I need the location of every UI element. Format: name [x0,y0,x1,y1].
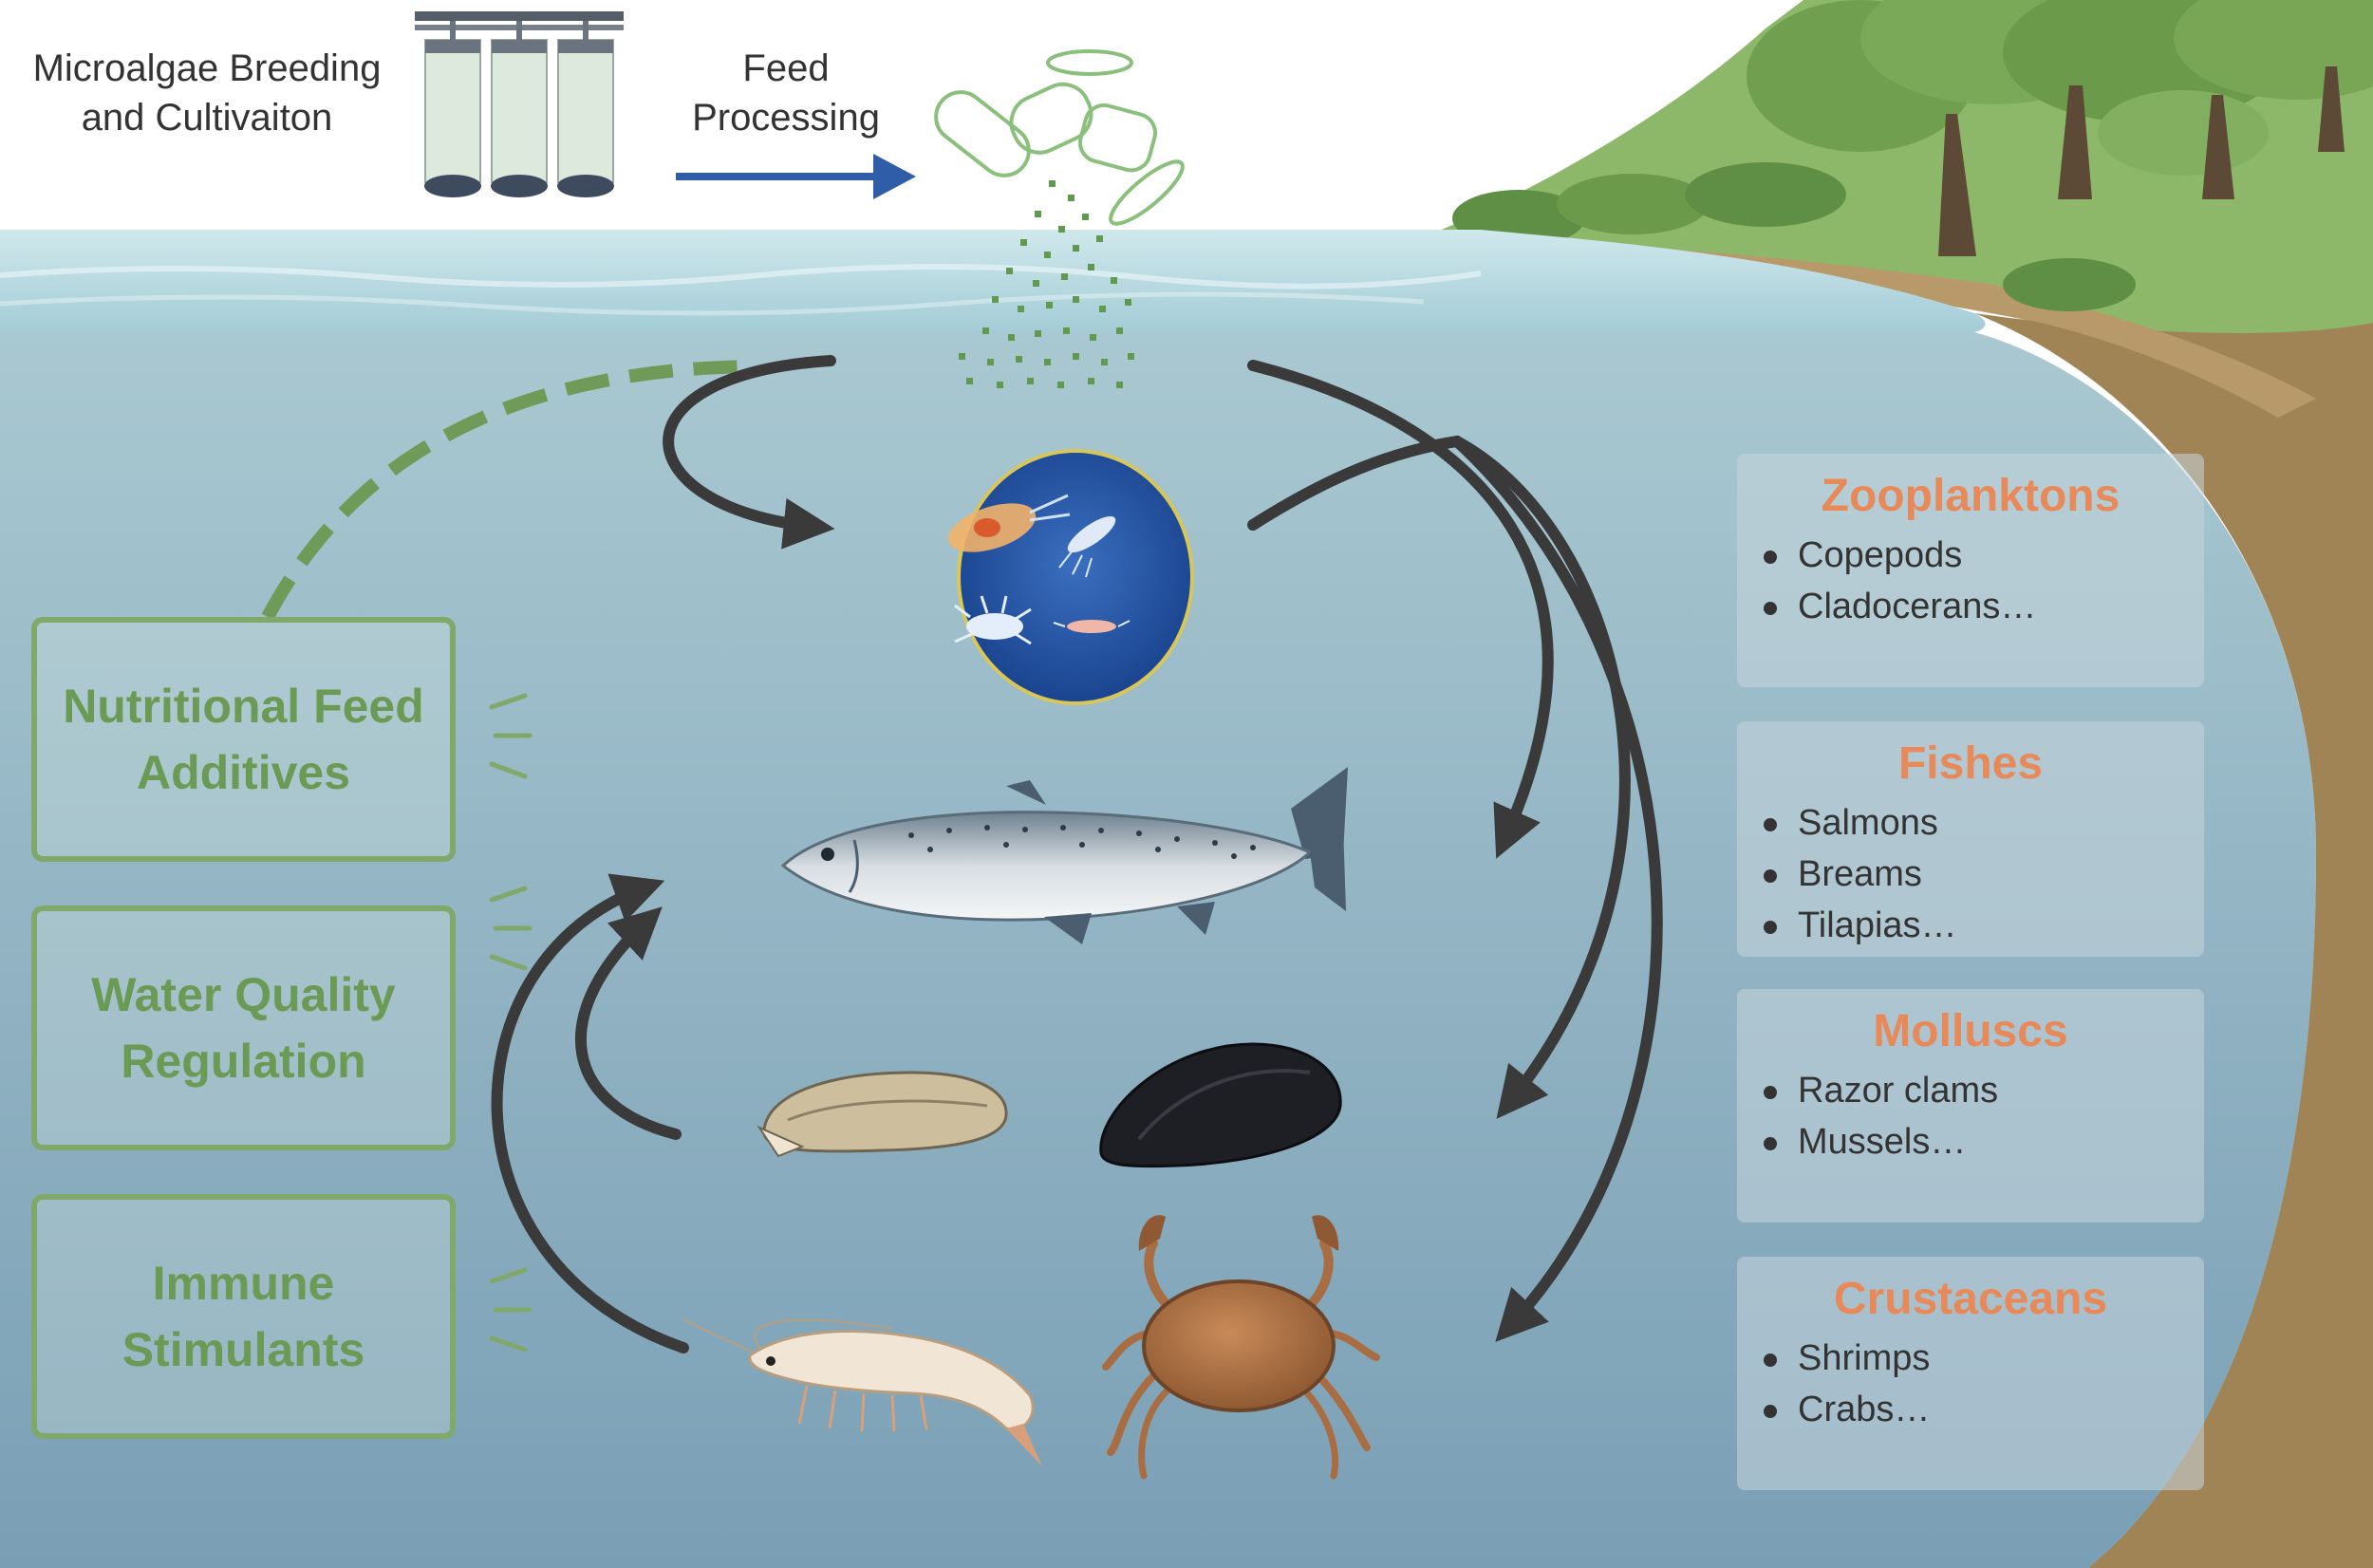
food-web-arrows [491,355,1663,1353]
group-list: Copepods Cladocerans… [1737,530,2204,632]
group-item: Crabs… [1764,1384,2204,1435]
benefit-nutritional-feed-additives: Nutritional Feed Additives [31,617,456,862]
shrimp-icon [682,1318,1042,1466]
group-list: Salmons Breams Tilapias… [1737,797,2204,951]
processing-label: Feed Processing [674,44,898,142]
group-fishes: Fishes Salmons Breams Tilapias… [1737,721,2204,957]
cultivation-label-line-2: and Cultivaiton [81,97,333,139]
cultivation-label: Microalgae Breeding and Cultivaiton [15,44,399,142]
benefit-label-line: Stimulants [121,1323,365,1376]
group-item: Copepods [1764,530,2204,581]
benefit-label-line: Nutritional Feed [63,680,424,733]
feed-particles [959,180,1134,388]
group-item: Tilapias… [1764,900,2204,951]
trees-icon [1452,0,2373,311]
group-title: Molluscs [1873,1006,2068,1056]
cultivation-label-line-1: Microalgae Breeding [32,47,382,89]
group-item: Shrimps [1764,1333,2204,1384]
salmon-icon [780,767,1348,944]
group-title: Zooplanktons [1821,471,2121,521]
indicator-dashes [489,693,533,1353]
processing-label-line-1: Feed [742,47,830,89]
group-item: Breams [1764,849,2204,900]
group-item: Mussels… [1764,1116,2204,1167]
feed-pellets-icon [934,49,1185,226]
mussel-icon [1099,1042,1342,1168]
zooplankton-icon [947,449,1194,705]
benefit-label-line: Water Quality [91,968,396,1021]
group-zooplanktons: Zooplanktons Copepods Cladocerans… [1737,454,2204,687]
group-crustaceans: Crustaceans Shrimps Crabs… [1737,1257,2204,1490]
benefit-label-line: Additives [136,746,351,799]
processing-arrow [676,154,916,199]
group-list: Shrimps Crabs… [1737,1333,2204,1435]
photobioreactor-icon [415,11,624,197]
razor-clam-icon [757,1071,1008,1158]
benefit-label-line: Regulation [121,1035,366,1088]
dashed-feedback-link [261,360,756,621]
group-molluscs: Molluscs Razor clams Mussels… [1737,989,2204,1223]
processing-label-line-2: Processing [692,97,880,139]
benefit-immune-stimulants: Immune Stimulants [31,1194,456,1439]
shore-land [1424,0,2373,1568]
group-item: Cladocerans… [1764,581,2204,632]
group-title: Crustaceans [1833,1274,2108,1324]
group-list: Razor clams Mussels… [1737,1065,2204,1167]
group-item: Salmons [1764,797,2204,849]
benefit-label-line: Immune [152,1257,335,1310]
benefit-water-quality-regulation: Water Quality Regulation [31,905,456,1150]
crab-icon [1102,1215,1380,1480]
group-title: Fishes [1897,738,2044,789]
group-item: Razor clams [1764,1065,2204,1116]
